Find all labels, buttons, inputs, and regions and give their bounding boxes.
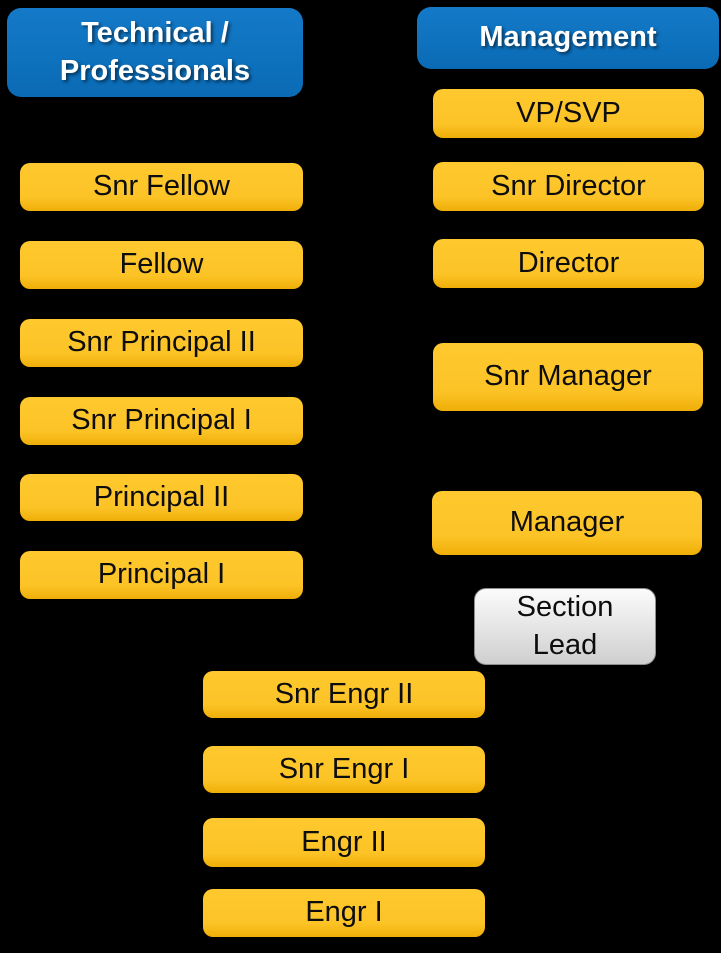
track-header-technical: Technical / Professionals <box>7 8 303 97</box>
level-box-snr-principal-i: Snr Principal I <box>20 397 303 445</box>
level-box-director: Director <box>433 239 704 288</box>
level-label: Snr Principal II <box>67 326 256 359</box>
level-label: Engr I <box>305 896 383 929</box>
level-box-principal-ii: Principal II <box>20 474 303 521</box>
level-box-snr-director: Snr Director <box>433 162 704 211</box>
level-box-snr-engr-i: Snr Engr I <box>203 746 485 793</box>
level-label: Snr Engr II <box>274 677 414 710</box>
level-box-snr-principal-ii: Snr Principal II <box>20 319 303 367</box>
level-label: Fellow <box>119 248 204 281</box>
level-label: Snr Director <box>491 169 646 202</box>
track-header-management-label: Management <box>479 21 657 54</box>
level-box-manager: Manager <box>432 491 702 555</box>
level-label: Snr Engr I <box>278 752 410 785</box>
level-label: Manager <box>509 506 625 539</box>
level-label: Snr Manager <box>484 360 652 393</box>
level-box-vp-svp: VP/SVP <box>433 89 704 138</box>
level-label: Snr Principal I <box>71 404 252 437</box>
level-label: Principal II <box>93 480 230 513</box>
level-box-principal-i: Principal I <box>20 551 303 599</box>
level-box-snr-fellow: Snr Fellow <box>20 163 303 211</box>
track-header-management: Management <box>417 7 719 69</box>
level-box-engr-i: Engr I <box>203 889 485 937</box>
level-label: Director <box>517 246 620 279</box>
level-label: VP/SVP <box>516 96 621 129</box>
level-box-snr-manager: Snr Manager <box>433 343 703 411</box>
level-box-engr-ii: Engr II <box>203 818 485 867</box>
level-box-fellow: Fellow <box>20 241 303 289</box>
level-label: Principal I <box>97 558 226 591</box>
track-header-technical-label: Technical / Professionals <box>59 17 251 87</box>
level-label: Section Lead <box>516 591 614 661</box>
level-label: Snr Fellow <box>93 170 230 203</box>
level-box-section-lead: Section Lead <box>474 588 656 665</box>
level-box-snr-engr-ii: Snr Engr II <box>203 671 485 718</box>
level-label: Engr II <box>301 825 387 858</box>
